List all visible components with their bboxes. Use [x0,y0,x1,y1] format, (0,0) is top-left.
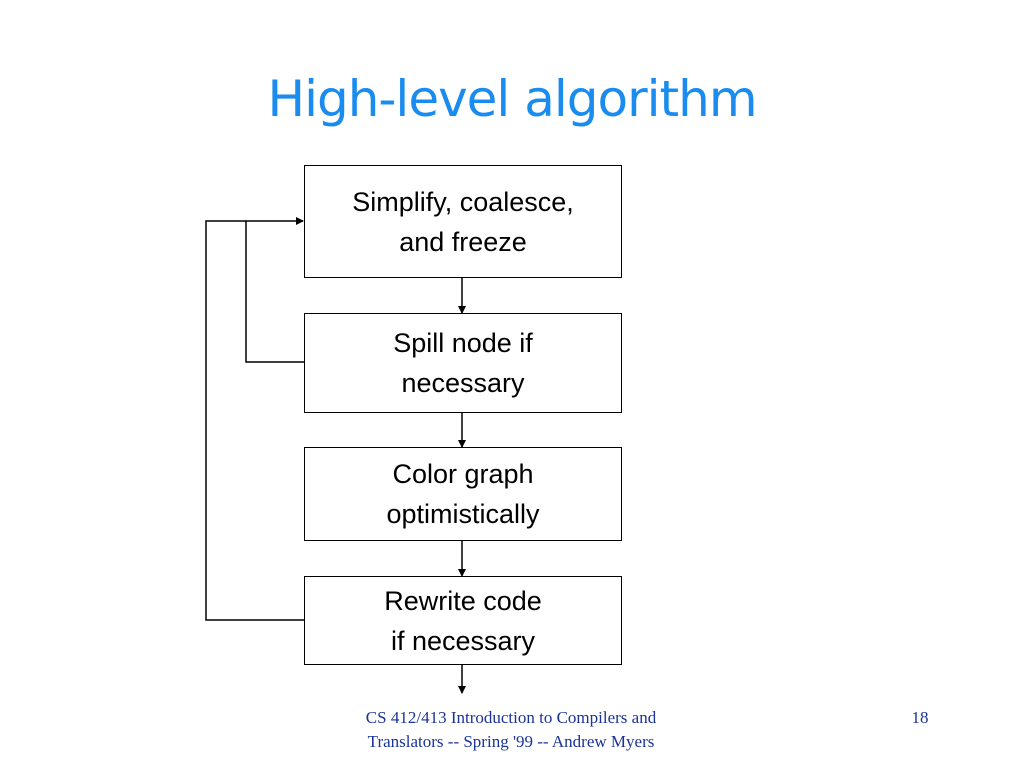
footer-course-info: CS 412/413 Introduction to Compilers and… [365,708,657,751]
box-simplify: Simplify, coalesce, and freeze [304,165,622,278]
box-rewrite: Rewrite code if necessary [304,576,622,665]
loop-spill-to-simplify [245,217,304,363]
slide-title: High-level algorithm [267,70,757,128]
box-color: Color graph optimistically [304,447,622,541]
box-spill: Spill node if necessary [304,313,622,413]
loop-rewrite-to-simplify [205,220,304,621]
footer-page-number: 18 [911,708,929,727]
box-simplify-label: Simplify, coalesce, and freeze [352,186,574,257]
box-color-label: Color graph optimistically [386,459,540,529]
box-rewrite-label: Rewrite code if necessary [384,585,542,656]
box-spill-label: Spill node if necessary [393,328,533,398]
